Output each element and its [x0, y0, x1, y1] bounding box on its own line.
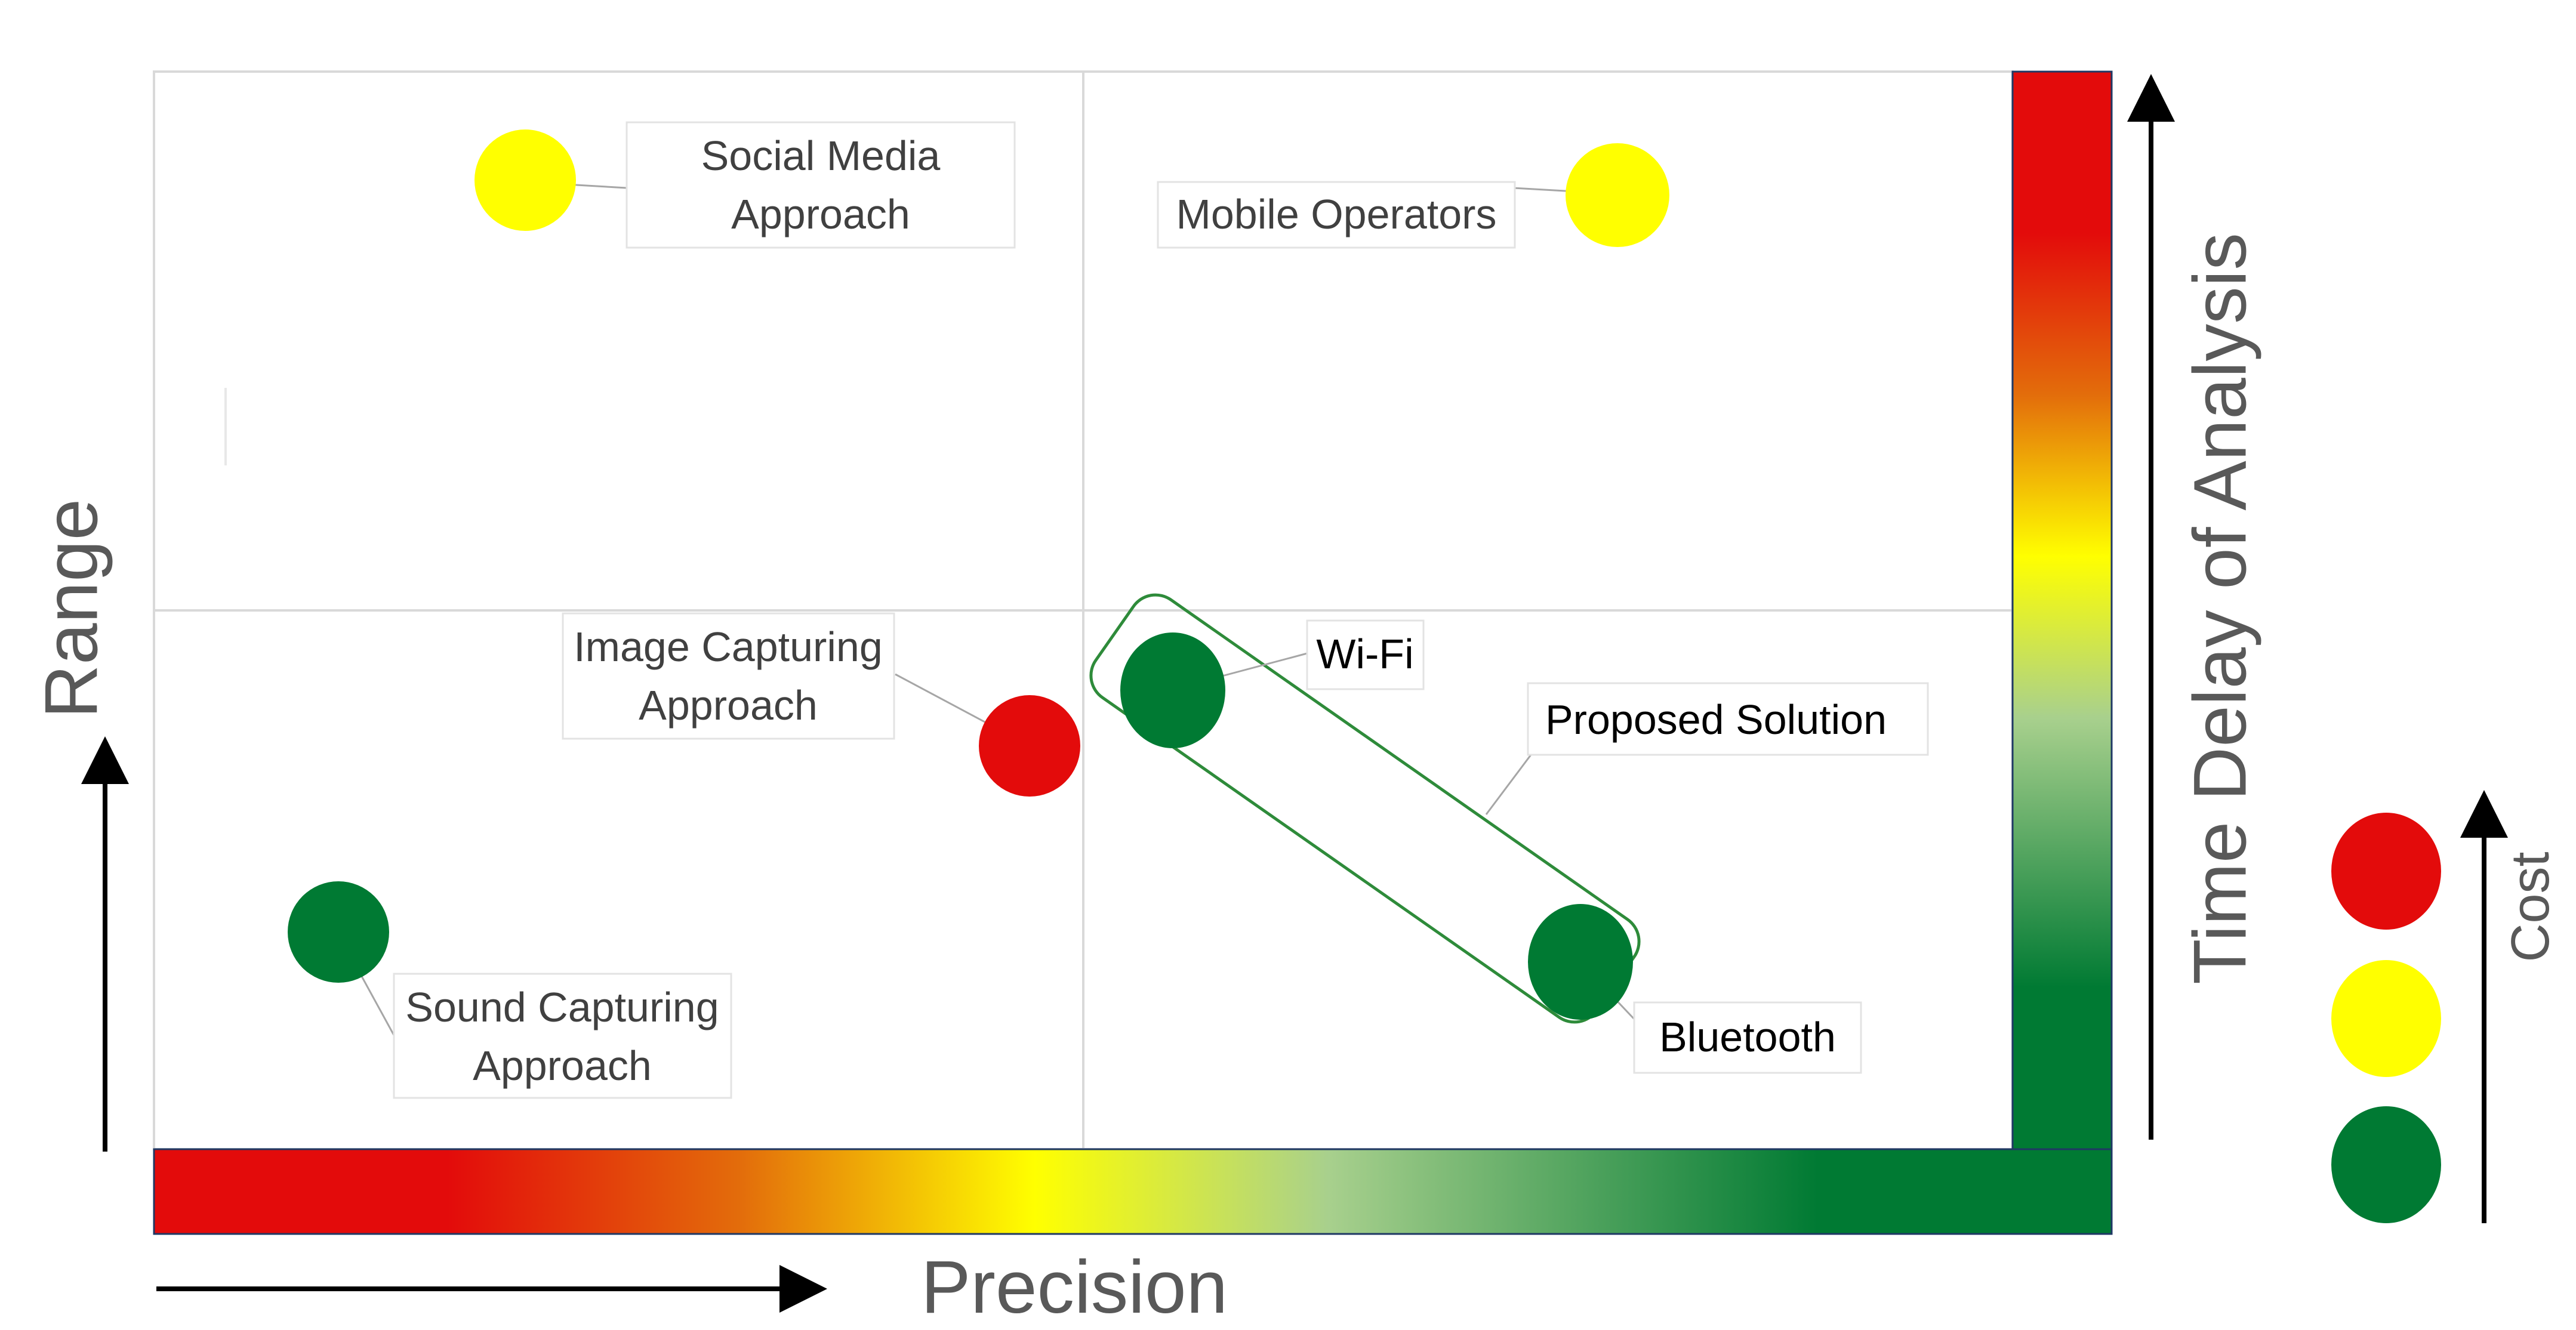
social-media-approach-marker: [474, 129, 576, 231]
svg-text:Sound Capturing: Sound Capturing: [405, 984, 719, 1030]
wifi-label: Wi-Fi: [1306, 619, 1425, 690]
svg-text:Wi-Fi: Wi-Fi: [1316, 631, 1413, 677]
svg-text:Approach: Approach: [731, 191, 910, 237]
sound-capturing-approach-label: Sound Capturing Approach: [393, 973, 732, 1099]
bluetooth-label: Bluetooth: [1633, 1001, 1862, 1074]
svg-text:Approach: Approach: [639, 682, 818, 729]
svg-text:Proposed Solution: Proposed Solution: [1545, 696, 1887, 743]
x-axis-label: Precision: [921, 1246, 1228, 1329]
cost-legend: [2331, 813, 2441, 1223]
wifi-marker: [1120, 632, 1225, 748]
svg-text:Bluetooth: Bluetooth: [1659, 1014, 1836, 1060]
svg-text:Approach: Approach: [473, 1042, 652, 1089]
cost-label: Cost: [2501, 851, 2560, 962]
mobile-operators-label: Mobile Operators: [1157, 181, 1516, 249]
image-capturing-approach-label: Image Capturing Approach: [562, 612, 895, 740]
sound-capturing-approach-marker: [288, 881, 389, 983]
y-axis-label: Range: [30, 499, 113, 718]
image-capturing-approach-marker: [979, 695, 1080, 797]
svg-text:Mobile Operators: Mobile Operators: [1176, 191, 1497, 237]
precision-gradient-bar: [153, 1148, 2113, 1235]
svg-text:Social Media: Social Media: [701, 132, 941, 179]
cost-low-marker: [2331, 1106, 2441, 1223]
proposed-solution-label: Proposed Solution: [1527, 682, 1929, 756]
social-media-approach-label: Social Media Approach: [625, 121, 1016, 249]
connector-lines: [337, 181, 1637, 1036]
cost-medium-marker: [2331, 960, 2441, 1077]
bluetooth-marker: [1528, 904, 1633, 1020]
svg-text:Image Capturing: Image Capturing: [574, 624, 883, 670]
mobile-operators-marker: [1566, 143, 1669, 247]
time-delay-label: Time Delay of Analysis: [2179, 233, 2262, 985]
time-delay-gradient-bar: [2011, 70, 2113, 1150]
cost-high-marker: [2331, 813, 2441, 930]
